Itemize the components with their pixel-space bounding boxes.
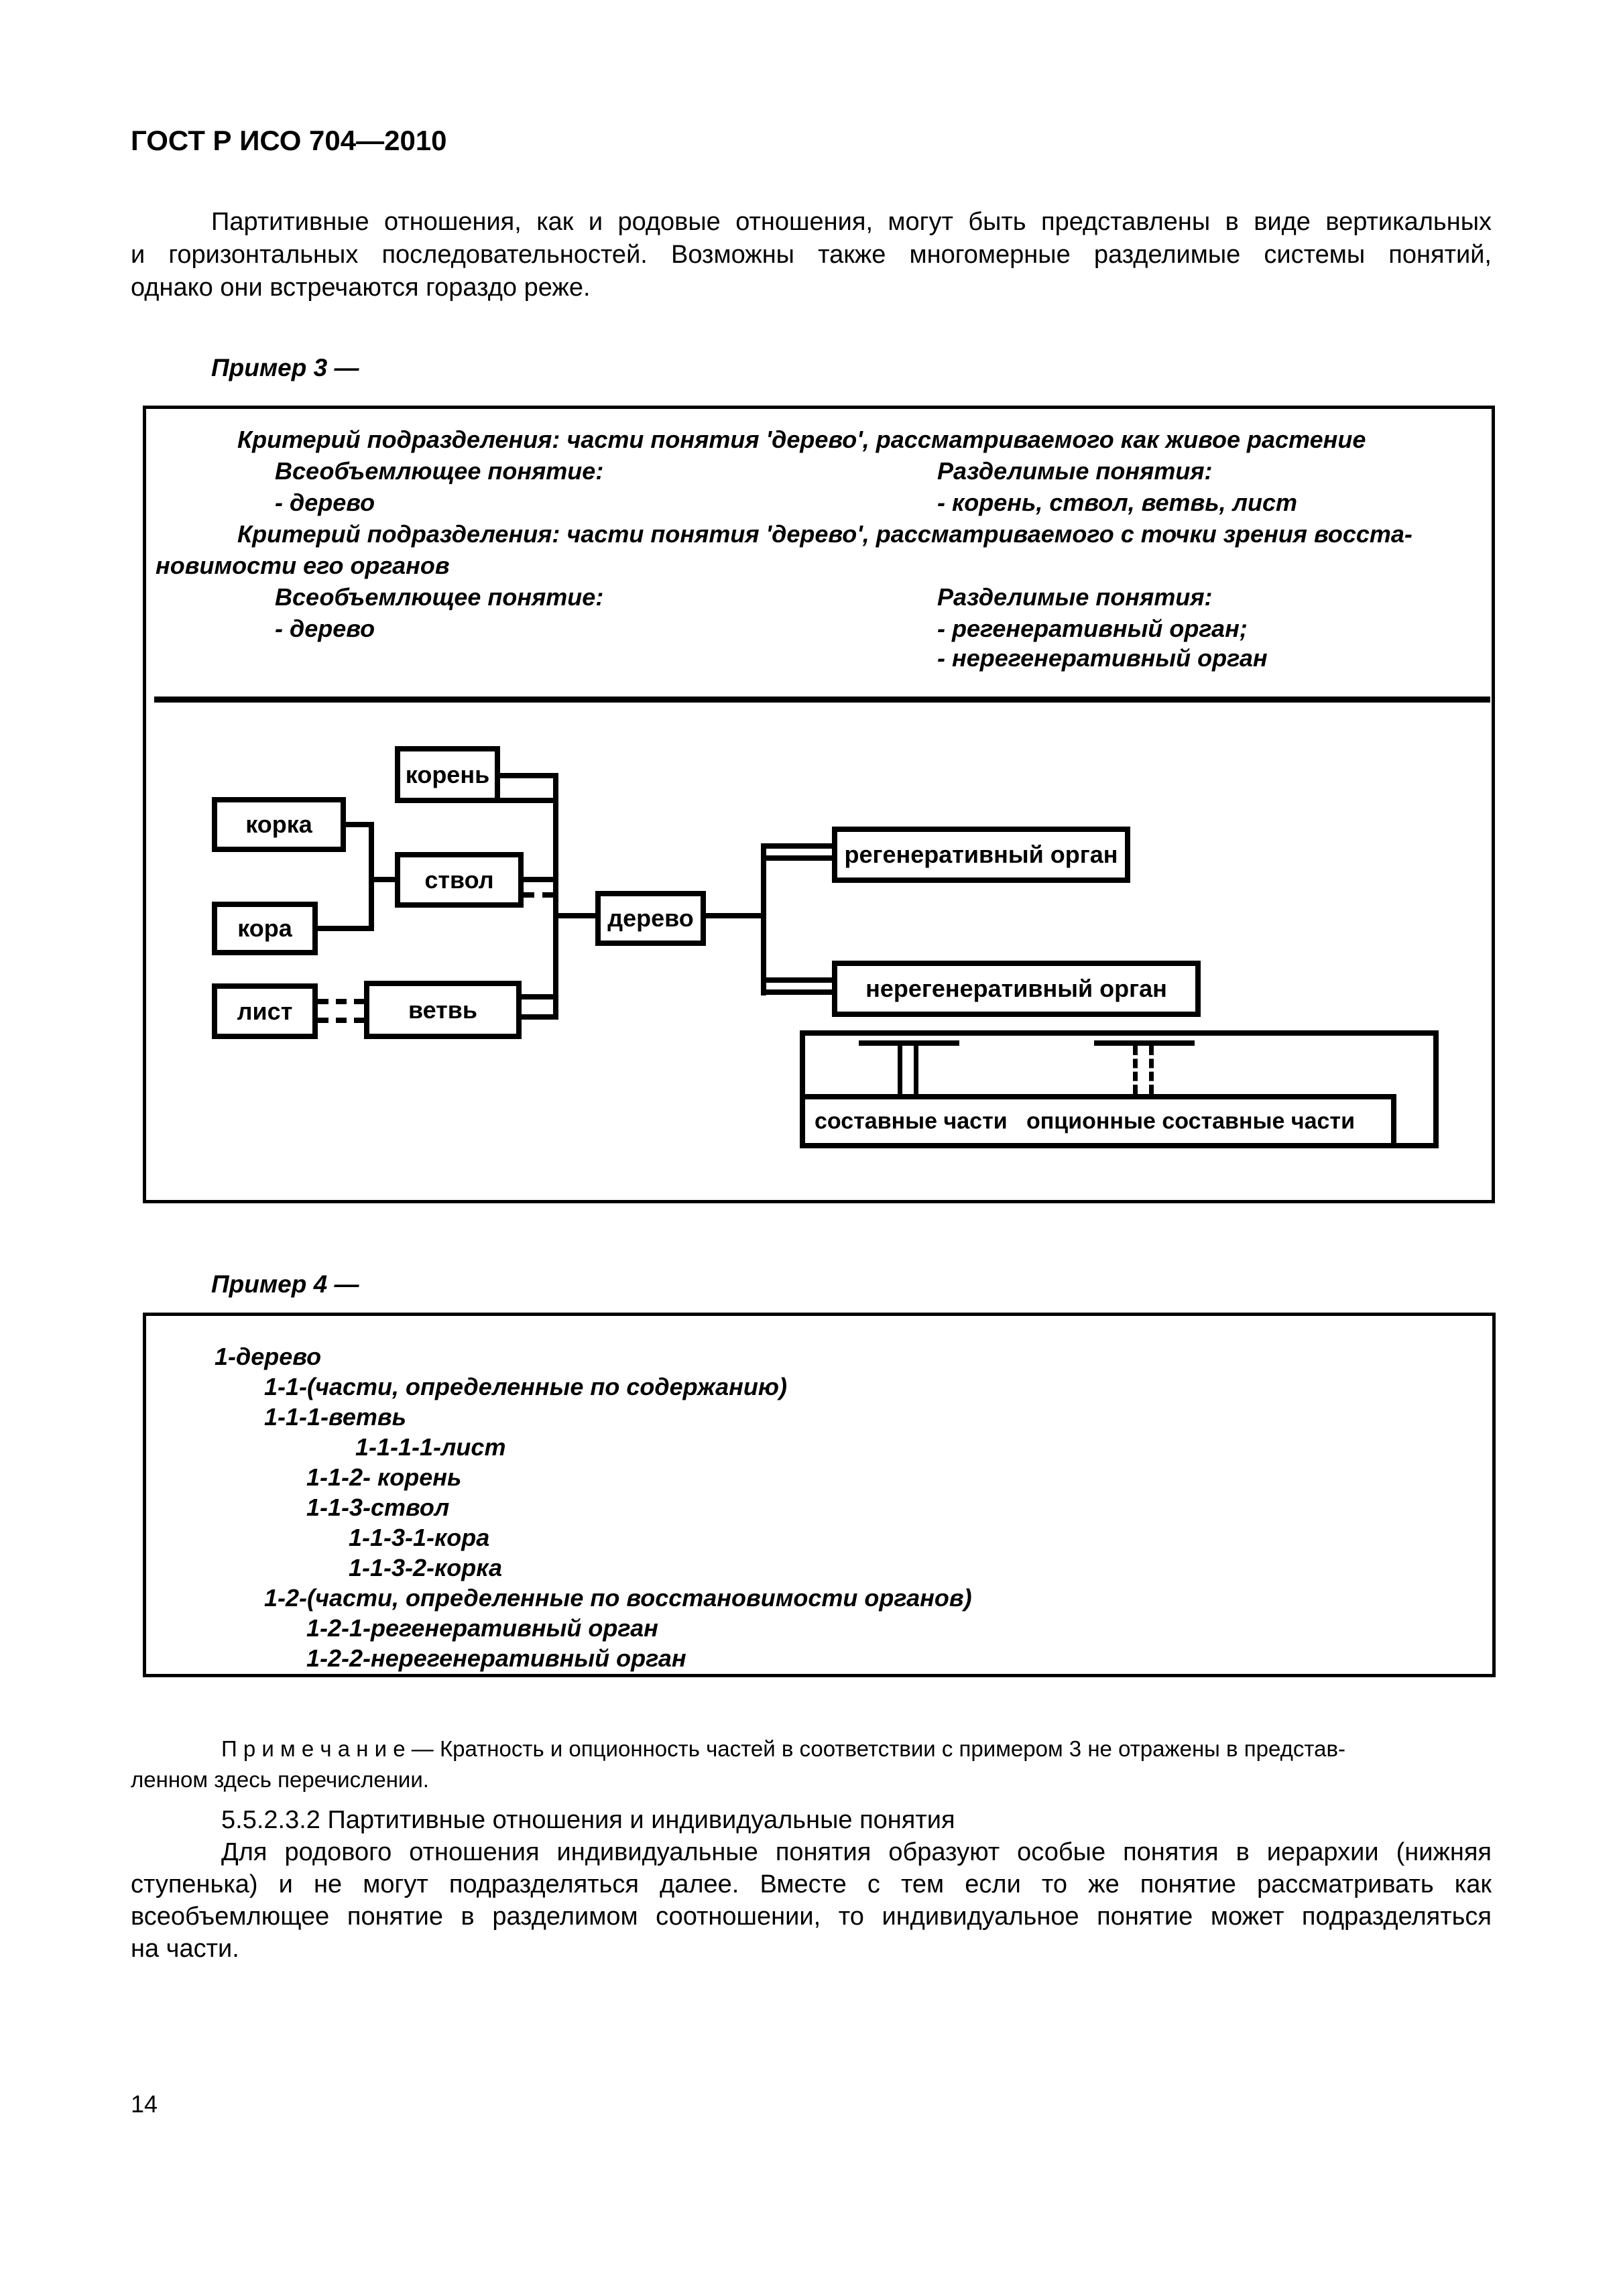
example3-col-right: Разделимые понятия: bbox=[937, 583, 1213, 611]
example3-col-left: Всеобъемлющее понятие: bbox=[275, 457, 604, 485]
node-regenerative-organ: регенеративный орган bbox=[832, 827, 1130, 883]
example3-col-right: - корень, ствол, ветвь, лист bbox=[937, 489, 1298, 516]
optional-part-symbol-bar bbox=[1094, 1040, 1195, 1046]
example4-box: 1-дерево 1-1-(части, определенные по сод… bbox=[143, 1313, 1496, 1677]
connector-kora bbox=[318, 926, 374, 931]
example3-row: - дерево - корень, ствол, ветвь, лист bbox=[146, 489, 1492, 520]
node-derevo: дерево bbox=[595, 891, 706, 946]
example3-row: новимости его органов bbox=[146, 552, 1492, 583]
example3-row: - нерегенеративный орган bbox=[146, 644, 1492, 676]
example3-row: - дерево - регенеративный орган; bbox=[146, 615, 1492, 646]
legend-label-strip: составные части опционные составные част… bbox=[800, 1094, 1396, 1148]
node-nonregenerative-organ: нерегенеративный орган bbox=[832, 961, 1201, 1017]
example3-col-left: Всеобъемлющее понятие: bbox=[275, 583, 604, 611]
connector-vetv-upper bbox=[522, 994, 553, 1000]
page-number: 14 bbox=[131, 2090, 158, 2118]
connector-list-dash-upper bbox=[318, 999, 365, 1004]
connector-list-dash-lower bbox=[318, 1018, 365, 1023]
connector-vertical-korka-kora bbox=[369, 822, 374, 931]
example3-col-left: - дерево bbox=[275, 489, 375, 516]
node-vetv: ветвь bbox=[364, 981, 522, 1039]
solid-part-symbol-bar bbox=[859, 1040, 959, 1046]
connector-stub-stvol bbox=[369, 877, 395, 882]
connector-korka bbox=[346, 822, 374, 827]
example4-line: 1-дерево bbox=[215, 1343, 322, 1370]
example4-line: 1-2-2-нерегенеративный орган bbox=[306, 1644, 686, 1672]
example3-row: Всеобъемлющее понятие: Разделимые поняти… bbox=[146, 583, 1492, 615]
optional-part-symbol-dashed-line bbox=[1149, 1046, 1154, 1094]
connector-reg-upper bbox=[766, 843, 832, 849]
legend-label-solid: составные части bbox=[815, 1108, 1008, 1134]
example4-heading: Пример 4 — bbox=[211, 1270, 359, 1298]
section-paragraph-line: Для родового отношения индивидуальные по… bbox=[221, 1838, 1492, 1866]
node-koren: корень bbox=[395, 746, 500, 803]
connector-koren-lower bbox=[500, 798, 558, 803]
note-line: ленном здесь перечислении. bbox=[131, 1767, 429, 1792]
example3-col-left: - дерево bbox=[275, 615, 375, 642]
example4-line: 1-2-1-регенеративный орган bbox=[306, 1614, 658, 1642]
example4-line: 1-1-3-ствол bbox=[306, 1494, 450, 1521]
example4-line: 1-1-(части, определенные по содержанию) bbox=[264, 1373, 787, 1400]
example4-line: 1-2-(части, определенные по восстановимо… bbox=[264, 1584, 972, 1612]
intro-paragraph-line: однако они встречаются гораздо реже. bbox=[131, 274, 591, 302]
example3-heading: Пример 3 — bbox=[211, 354, 359, 381]
example4-line: 1-1-1-1-лист bbox=[355, 1433, 506, 1461]
example3-criterion-text: Критерий подразделения: части понятия 'д… bbox=[237, 426, 1366, 453]
connector-trunk-derevo bbox=[558, 913, 595, 918]
node-kora: кора bbox=[212, 902, 318, 955]
node-korka: корка bbox=[212, 797, 346, 852]
connector-nereg-upper bbox=[766, 977, 832, 983]
example3-col-right: - регенеративный орган; bbox=[937, 615, 1248, 642]
example3-row: Критерий подразделения: части понятия 'д… bbox=[146, 426, 1492, 457]
connector-stvol-optional-dash bbox=[524, 892, 553, 898]
solid-part-symbol-line bbox=[898, 1046, 902, 1094]
legend-label-optional: опционные составные части bbox=[1026, 1108, 1355, 1134]
example3-row: Всеобъемлющее понятие: Разделимые поняти… bbox=[146, 457, 1492, 489]
example4-line: 1-1-1-ветвь bbox=[264, 1403, 407, 1431]
example4-line: 1-1-3-2-корка bbox=[349, 1554, 502, 1581]
connector-right-trunk bbox=[761, 843, 766, 995]
example3-criterion-text: новимости его органов bbox=[156, 552, 450, 579]
example3-col-right: Разделимые понятия: bbox=[937, 457, 1213, 485]
connector-koren-upper bbox=[500, 773, 558, 778]
connector-reg-lower bbox=[766, 855, 832, 861]
section-paragraph-line: на части. bbox=[131, 1935, 239, 1963]
connector-nereg-lower bbox=[766, 989, 832, 995]
example4-line: 1-1-3-1-кора bbox=[349, 1524, 490, 1551]
solid-part-symbol-line bbox=[914, 1046, 918, 1094]
node-stvol: ствол bbox=[395, 852, 524, 908]
intro-paragraph-line: и горизонтальных последовательностей. Во… bbox=[131, 241, 1492, 269]
example3-col-right: - нерегенеративный орган bbox=[937, 644, 1268, 672]
note-line: П р и м е ч а н и е — Кратность и опцион… bbox=[221, 1736, 1345, 1761]
section-paragraph-line: ступенька) и не могут подразделяться дал… bbox=[131, 1870, 1492, 1898]
connector-stvol bbox=[524, 877, 553, 882]
example3-divider-line bbox=[154, 697, 1490, 703]
section-heading: 5.5.2.3.2 Партитивные отношения и индиви… bbox=[221, 1806, 955, 1834]
intro-paragraph-line: Партитивные отношения, как и родовые отн… bbox=[211, 208, 1492, 236]
connector-derevo-right bbox=[706, 913, 766, 918]
optional-part-symbol-dashed-line bbox=[1133, 1046, 1138, 1094]
node-list: лист bbox=[212, 983, 318, 1039]
example3-row: Критерий подразделения: части понятия 'д… bbox=[146, 520, 1492, 552]
connector-left-trunk bbox=[553, 773, 558, 1020]
section-paragraph-line: всеобъемлющее понятие в разделимом соотн… bbox=[131, 1902, 1492, 1931]
document-title: ГОСТ Р ИСО 704—2010 bbox=[131, 125, 447, 156]
connector-vetv-lower bbox=[522, 1014, 553, 1020]
example3-criterion-text: Критерий подразделения: части понятия 'д… bbox=[237, 520, 1412, 548]
example3-box: Критерий подразделения: части понятия 'д… bbox=[143, 406, 1495, 1203]
example4-line: 1-1-2- корень bbox=[306, 1463, 462, 1491]
